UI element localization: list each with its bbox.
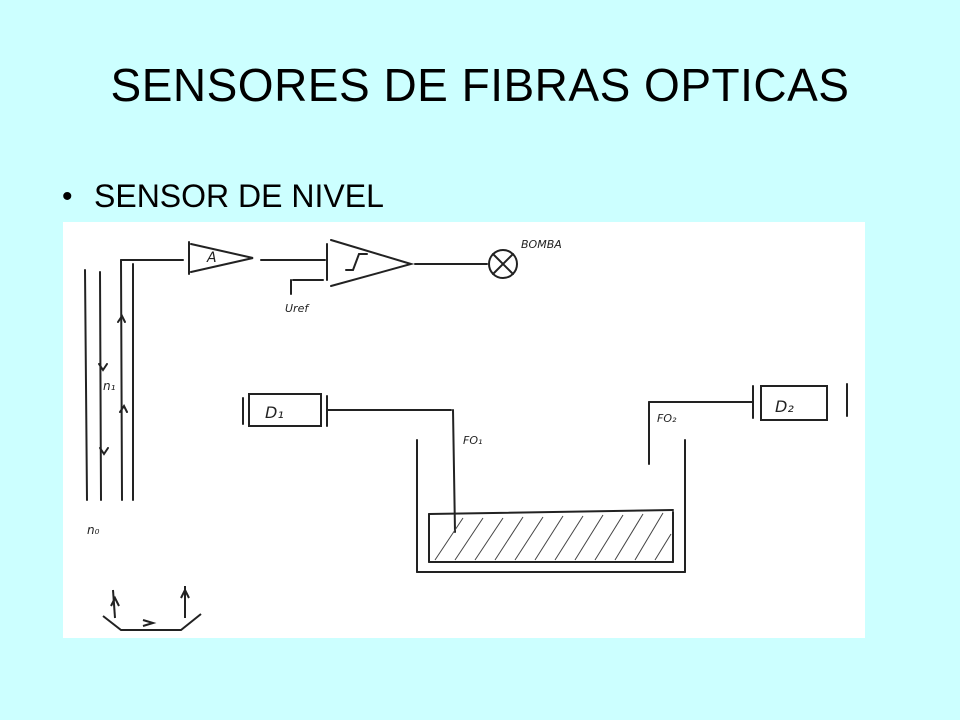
fiber2-label: FO₂ — [657, 412, 677, 425]
pump-cross — [492, 253, 514, 275]
detector1-label: D₁ — [265, 403, 284, 422]
fiber1-label: FO₁ — [463, 434, 482, 447]
reference-label: Uref — [285, 302, 310, 315]
hysteresis-symbol — [345, 253, 368, 271]
fiber-line — [99, 271, 102, 501]
loop-left — [112, 589, 116, 619]
liquid-hatching — [434, 512, 672, 561]
fiber-fo1 — [452, 409, 456, 533]
arrow-mark — [98, 363, 108, 372]
detector1-box — [248, 393, 322, 427]
comparator-triangle — [330, 239, 415, 287]
bullet-dot: • — [62, 179, 73, 213]
n1-label: n₁ — [103, 379, 116, 393]
arrow-mark — [142, 619, 157, 627]
fiber-line — [120, 259, 123, 501]
bullet-item: • SENSOR DE NIVEL — [62, 178, 384, 215]
liquid-surface — [428, 509, 674, 515]
sketch-drawing: A BOMBA Uref D₁ D₂ FO₁ FO₂ n₁ n₀ — [84, 238, 848, 631]
bullet-text: SENSOR DE NIVEL — [94, 178, 384, 214]
arrow-mark — [180, 587, 190, 599]
amplifier-triangle — [190, 243, 254, 273]
level-sensor-sketch: A BOMBA Uref D₁ D₂ FO₁ FO₂ n₁ n₀ — [63, 222, 865, 638]
slide-title: SENSORES DE FIBRAS OPTICAS — [110, 59, 850, 111]
arrow-mark — [99, 447, 109, 456]
arrow-mark — [117, 314, 126, 323]
pump-symbol — [488, 249, 518, 279]
amplifier-label: A — [206, 250, 217, 266]
pump-label: BOMBA — [521, 238, 562, 251]
fiber-line — [84, 269, 88, 501]
arrow-mark — [119, 404, 128, 413]
loop-bottom — [102, 613, 202, 631]
detector2-label: D₂ — [775, 397, 794, 416]
n0-label: n₀ — [87, 523, 100, 537]
arrow-mark — [110, 595, 120, 607]
detector2-box — [760, 385, 828, 421]
